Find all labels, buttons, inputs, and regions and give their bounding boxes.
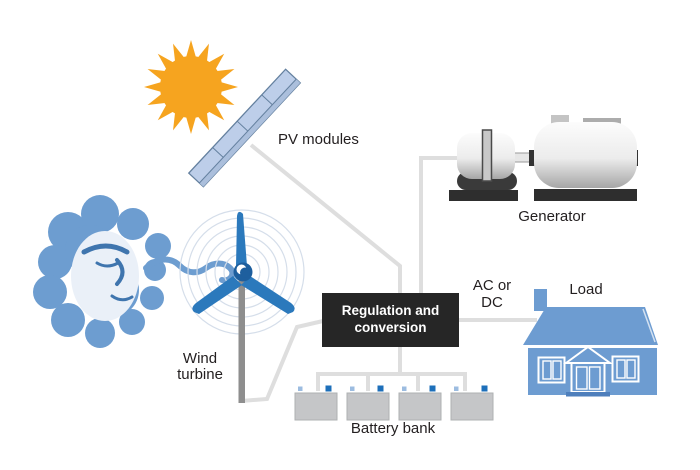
wind-cloud-icon: [33, 195, 236, 348]
door-portico: [562, 345, 614, 397]
sun-icon: [144, 40, 238, 134]
roof: [523, 307, 658, 345]
battery-bank-icon: [294, 385, 494, 421]
pv-modules-label: PV modules: [278, 131, 359, 148]
ac-or-dc-label: AC or DC: [472, 277, 512, 311]
wind-turbine-label: Wind turbine: [177, 350, 223, 383]
left-window: [537, 356, 566, 384]
chimney: [534, 289, 547, 311]
pv-panel-icon: [187, 68, 302, 188]
wire-battery-bus: [316, 372, 467, 391]
regulation-conversion-box: Regulation and conversion: [322, 293, 459, 347]
wire-turbine-to-regulation: [240, 319, 324, 403]
house-icon: [523, 289, 658, 397]
battery-icon: [346, 385, 390, 421]
regulation-box-label: Regulation and conversion: [341, 303, 440, 335]
battery-icon: [450, 385, 494, 421]
wire-generator-to-regulation: [419, 156, 458, 294]
right-window: [611, 355, 640, 383]
generator-icon: [449, 115, 638, 201]
load-label: Load: [569, 281, 603, 298]
turbine-blades: [192, 211, 295, 314]
wiring: [240, 143, 537, 403]
battery-icon: [398, 385, 442, 421]
battery-bank-label: Battery bank: [350, 420, 436, 437]
battery-icon: [294, 385, 338, 421]
generator-label: Generator: [518, 208, 586, 225]
turbine-pole: [238, 278, 245, 403]
wire-pv-to-regulation: [249, 143, 402, 294]
wind-turbine-icon: [179, 209, 305, 403]
